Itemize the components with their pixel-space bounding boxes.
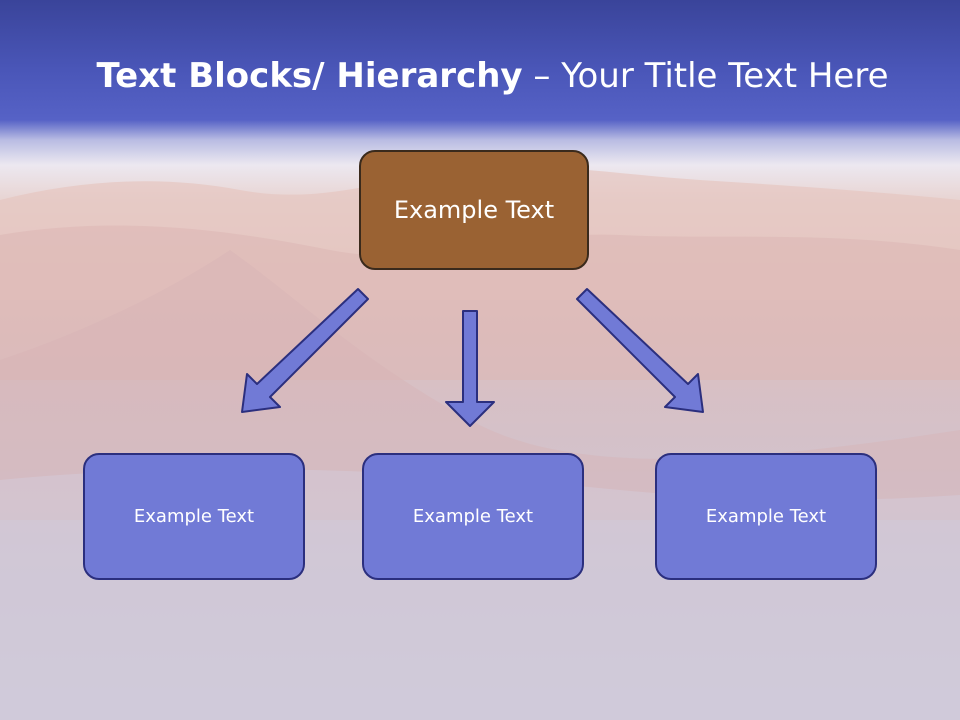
arrow-to-middle-child (445, 310, 495, 427)
title-bold-part: Text Blocks/ Hierarchy (96, 56, 523, 96)
title-regular-part: – Your Title Text Here (522, 56, 889, 96)
arrow-to-left-child (241, 288, 369, 413)
child-node-left: Example Text (83, 453, 305, 580)
slide-title: Text Blocks/ Hierarchy – Your Title Text… (0, 52, 960, 100)
child-node-right: Example Text (655, 453, 877, 580)
arrow-to-right-child (576, 288, 704, 413)
child-node-middle: Example Text (362, 453, 584, 580)
top-node: Example Text (359, 150, 589, 270)
